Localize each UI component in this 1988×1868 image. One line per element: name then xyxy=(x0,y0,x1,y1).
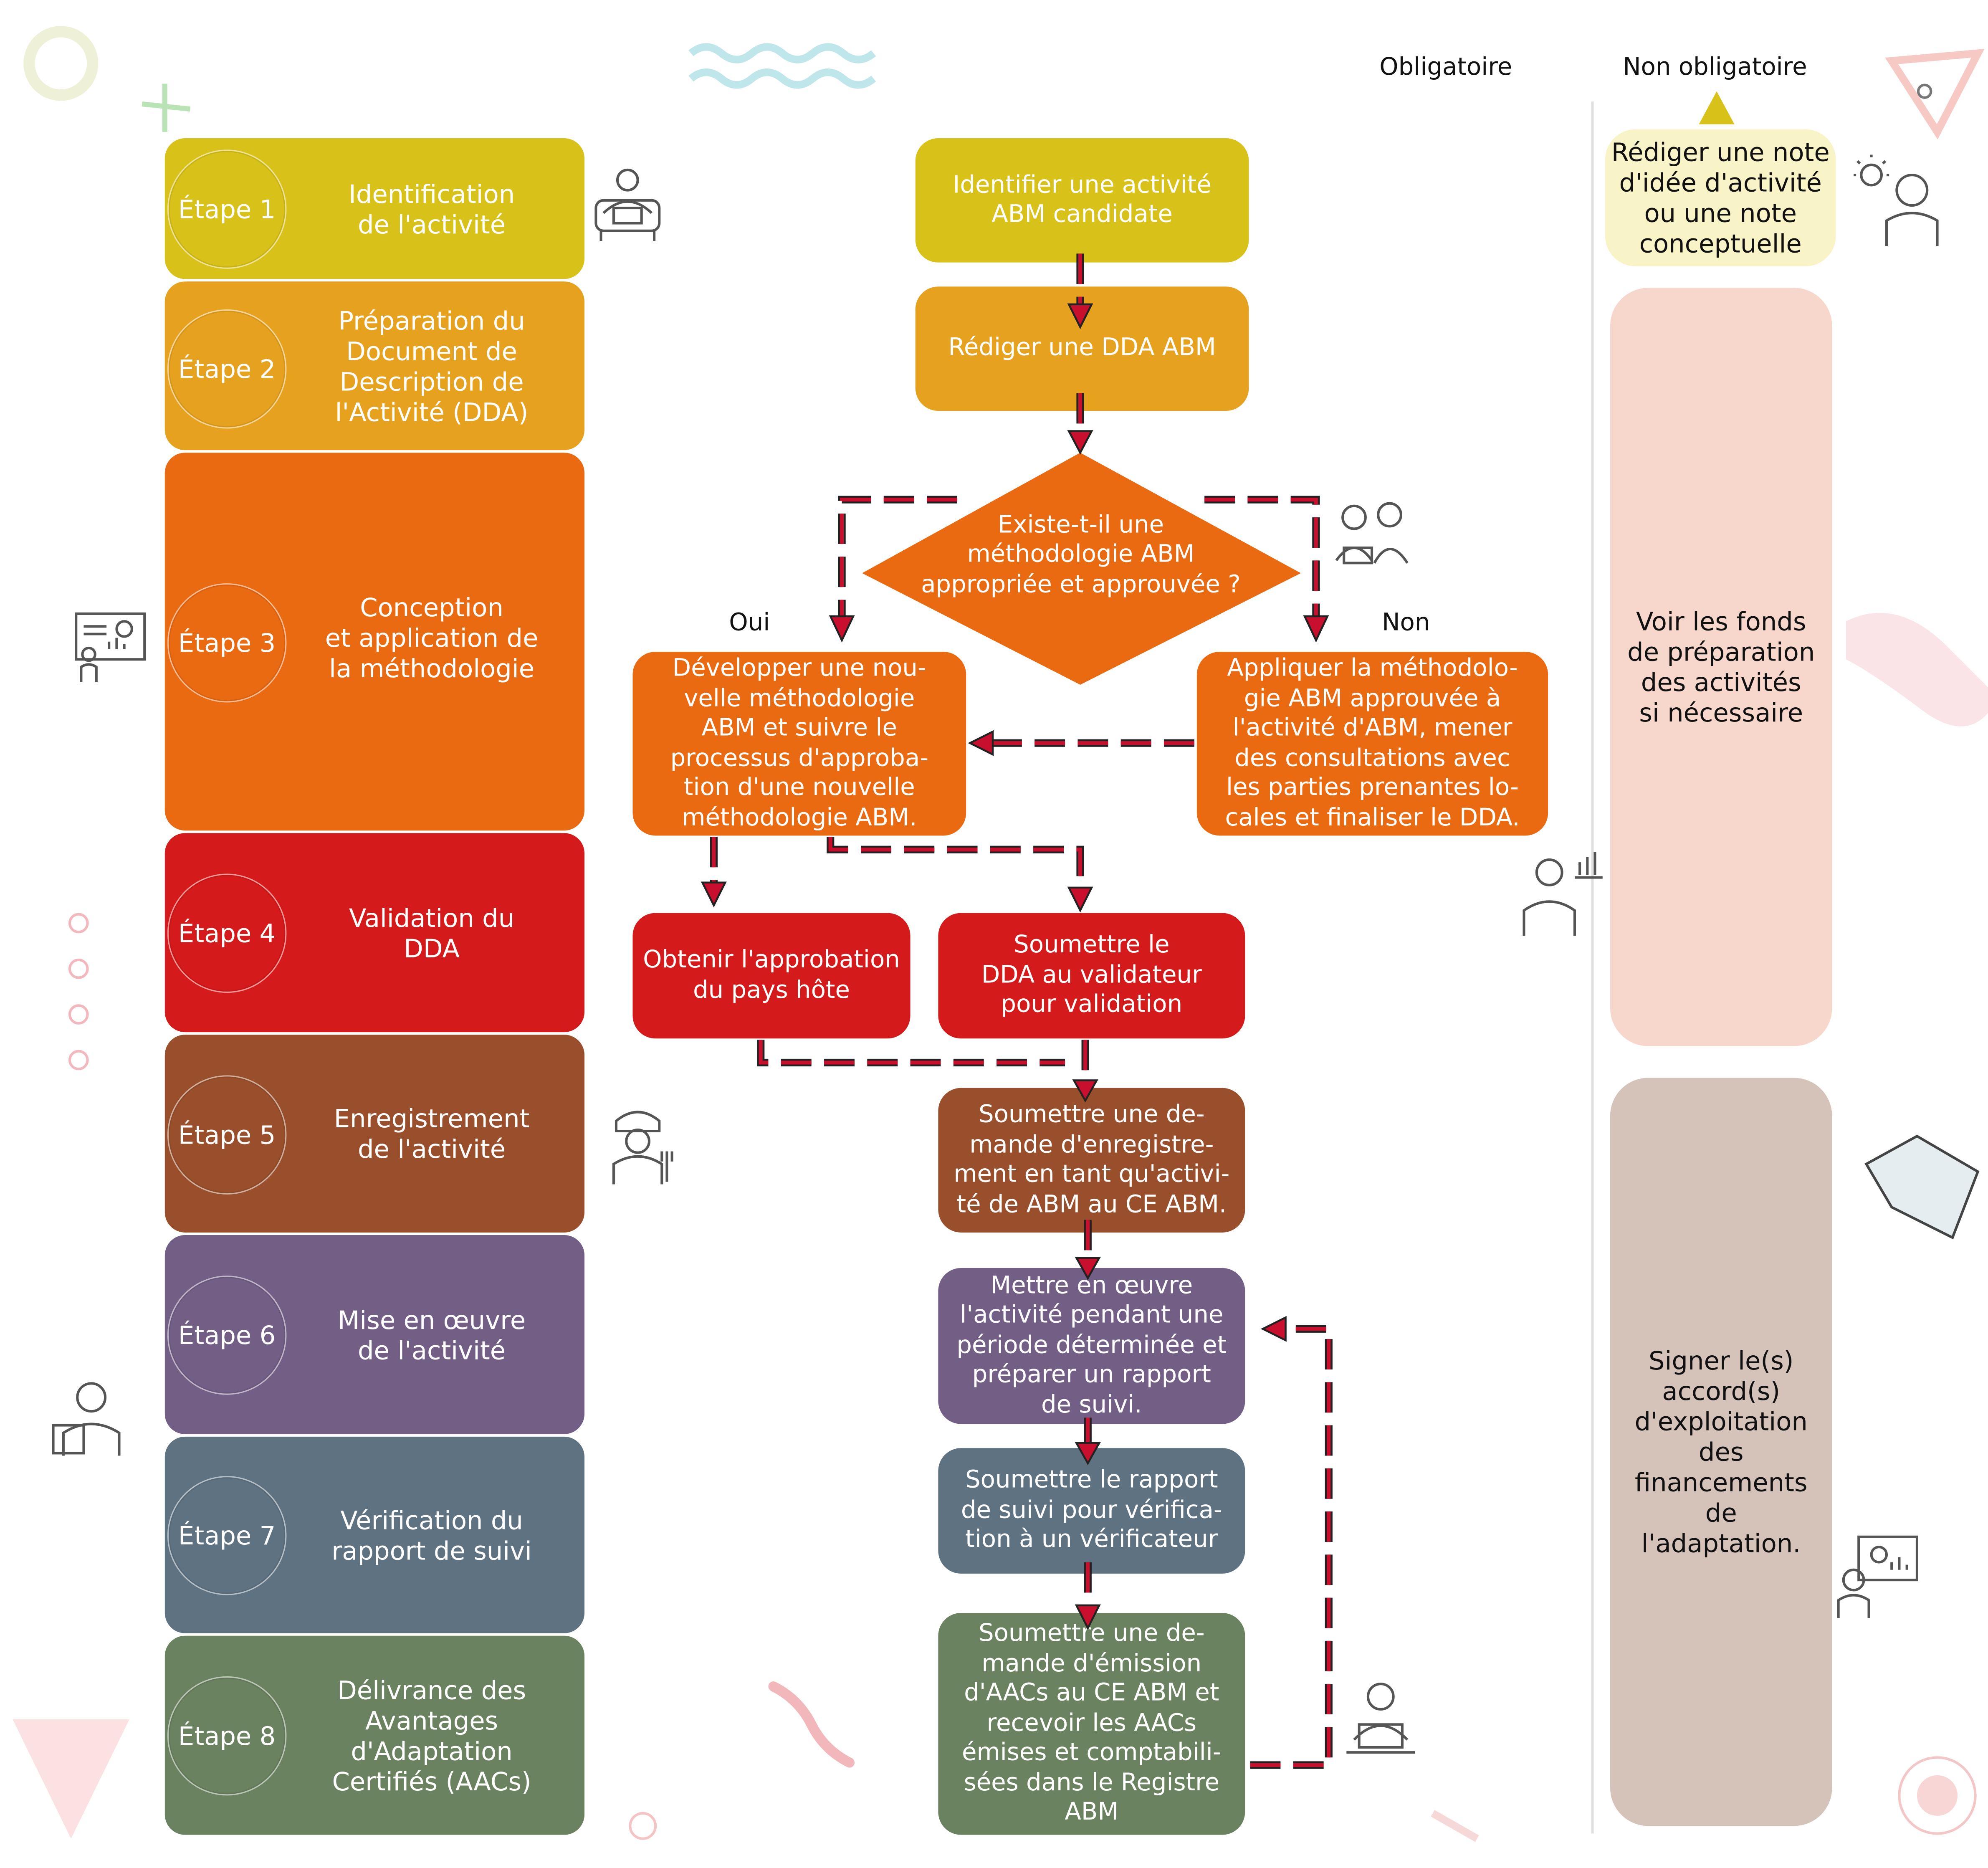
verification-node: Soumettre le rapport de suivi pour vérif… xyxy=(938,1448,1245,1574)
preparation-funds-box: Voir les fonds de préparation des activi… xyxy=(1610,288,1832,1046)
registration-request-node: Soumettre une de- mande d'enregistre- me… xyxy=(938,1088,1245,1233)
stage-3-box: Étape 3 Conception et application de la … xyxy=(164,453,585,831)
doctor-clipboard-icon xyxy=(52,1382,121,1456)
stage-6-title: Mise en œuvre de l'activité xyxy=(337,1304,526,1365)
stage-3-badge: Étape 3 xyxy=(167,583,287,703)
identify-activity-node: Identifier une activité ABM candidate xyxy=(915,138,1249,263)
stage-2-badge: Étape 2 xyxy=(167,309,287,429)
no-label: Non xyxy=(1382,608,1430,637)
stage-3-title: Conception et application de la méthodol… xyxy=(325,592,539,683)
apply-methodology-node: Appliquer la méthodolo- gie ABM approuvé… xyxy=(1196,652,1548,836)
meeting-people-icon xyxy=(1335,502,1409,564)
stage-6-box: Étape 6 Mise en œuvre de l'activité xyxy=(164,1235,585,1434)
laptop-person-icon xyxy=(1346,1683,1415,1754)
develop-methodology-node: Développer une nou- velle méthodologie A… xyxy=(632,652,966,836)
stage-8-badge: Étape 8 xyxy=(167,1676,287,1796)
stage-7-box: Étape 7 Vérification du rapport de suivi xyxy=(164,1436,585,1633)
stage-4-box: Étape 4 Validation du DDA xyxy=(164,833,585,1033)
concept-note-box: Rédiger une note d'idée d'activité ou un… xyxy=(1605,129,1836,266)
stage-6-badge: Étape 6 xyxy=(167,1276,287,1395)
stage-5-title: Enregistrement de l'activité xyxy=(334,1103,530,1164)
stage-5-box: Étape 5 Enregistrement de l'activité xyxy=(164,1035,585,1233)
legend-optional: Non obligatoire xyxy=(1623,53,1807,81)
presentation-board-icon xyxy=(75,612,146,682)
submit-validator-node: Soumettre le DDA au validateur pour vali… xyxy=(938,913,1245,1039)
stage-4-title: Validation du DDA xyxy=(349,902,515,963)
teacher-screen-icon xyxy=(1837,1535,1918,1618)
stage-1-title: Identification de l'activité xyxy=(348,178,515,239)
yes-label: Oui xyxy=(729,608,770,637)
stage-4-badge: Étape 4 xyxy=(167,873,287,993)
stage-5-badge: Étape 5 xyxy=(167,1075,287,1195)
stage-7-title: Vérification du rapport de suivi xyxy=(331,1504,532,1566)
stage-1-badge: Étape 1 xyxy=(167,149,287,269)
financing-agreement-box: Signer le(s) accord(s) d'exploitation de… xyxy=(1610,1078,1832,1826)
stage-1-box: Étape 1 Identification de l'activité xyxy=(164,138,585,279)
legend-mandatory: Obligatoire xyxy=(1379,53,1512,81)
analyst-chart-icon xyxy=(1523,852,1603,936)
stage-8-title: Délivrance des Avantages d'Adaptation Ce… xyxy=(332,1674,531,1796)
stage-2-box: Étape 2 Préparation du Document de Descr… xyxy=(164,281,585,451)
desk-worker-icon xyxy=(594,168,661,241)
stage-2-title: Préparation du Document de Description d… xyxy=(335,305,529,427)
stage-8-box: Étape 8 Délivrance des Avantages d'Adapt… xyxy=(164,1635,585,1835)
chef-icon xyxy=(612,1111,673,1185)
issuance-request-node: Soumettre une de- mande d'émission d'AAC… xyxy=(938,1613,1245,1835)
host-approval-node: Obtenir l'approbation du pays hôte xyxy=(632,913,911,1039)
stage-7-badge: Étape 7 xyxy=(167,1476,287,1595)
idea-person-icon xyxy=(1854,154,1939,246)
implement-activity-node: Mettre en œuvre l'activité pendant une p… xyxy=(938,1268,1245,1424)
methodology-decision: Existe-t-il une méthodologie ABM appropr… xyxy=(921,511,1241,598)
